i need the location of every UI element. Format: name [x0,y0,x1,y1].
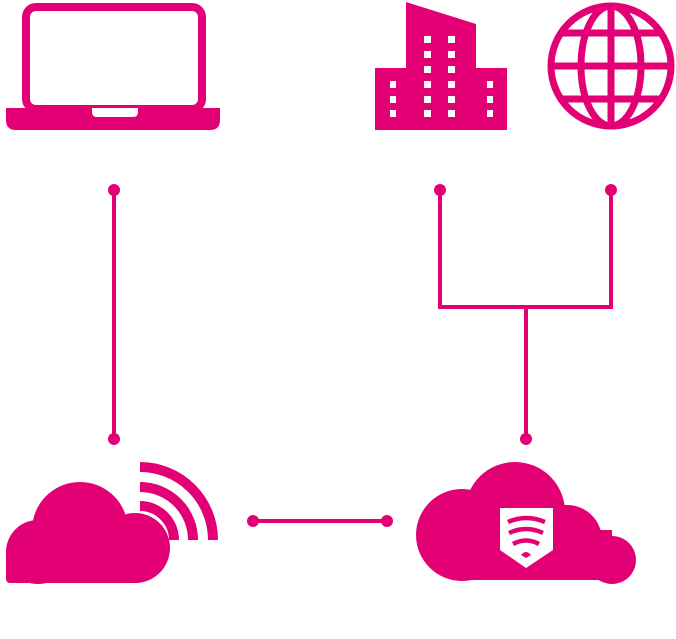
connector-cloud-cloud [247,515,393,527]
laptop-icon [6,3,220,130]
cloud-wifi-icon [6,462,218,584]
connector-laptop-cloud [108,184,120,445]
shield-icon [500,508,553,568]
office-building-icon [375,2,507,130]
cloud-shield-wifi-icon [416,462,636,584]
globe-icon [547,2,675,130]
connector-building-globe-cloud [434,184,617,445]
